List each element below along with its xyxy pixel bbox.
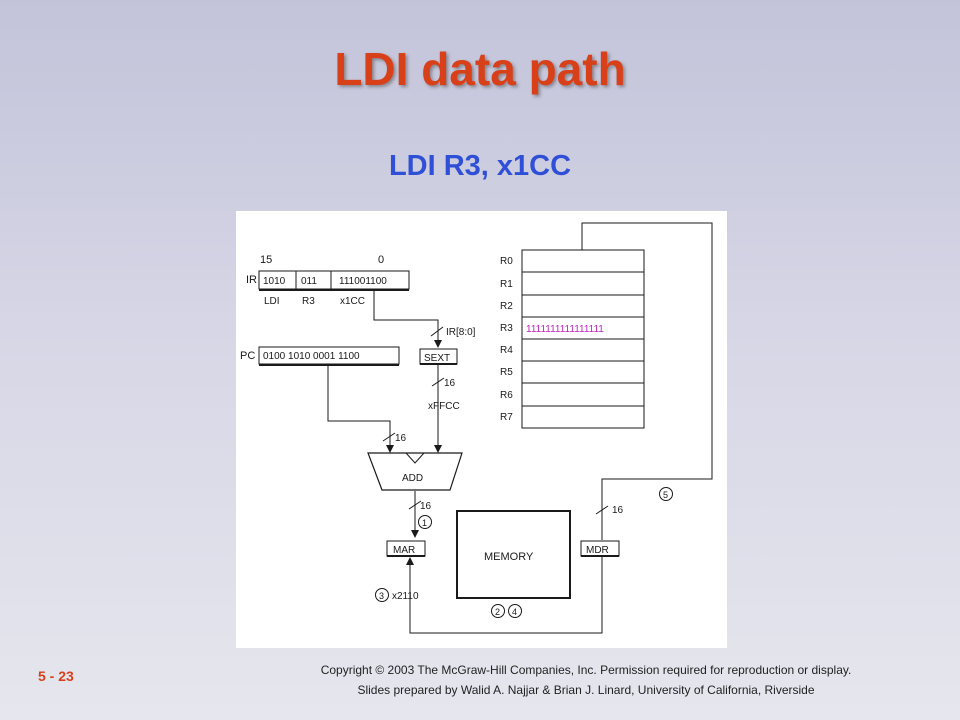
step-3-marker — [375, 588, 389, 602]
ir-field-dr: 011 — [301, 276, 317, 287]
register-name-r7: R7 — [500, 412, 513, 423]
ir-field-label-dr: R3 — [302, 296, 315, 307]
ir-field-offset: 111001100 — [339, 276, 387, 287]
ir-field-label-opcode: LDI — [264, 296, 280, 307]
sext-output-value: xFFCC — [428, 401, 460, 412]
ir-label: IR — [246, 274, 257, 286]
mdr-to-mar-wire — [406, 557, 603, 634]
mdr-label: MDR — [586, 545, 609, 556]
ir-offset-wire-label: IR[8:0] — [446, 327, 476, 338]
step-4-marker — [508, 604, 522, 618]
register-name-r5: R5 — [500, 367, 513, 378]
sext-label: SEXT — [424, 353, 450, 364]
mar-input-value: x2110 — [392, 591, 419, 602]
mar-label: MAR — [393, 545, 415, 556]
pc-label: PC — [240, 350, 255, 362]
memory-label: MEMORY — [484, 551, 534, 563]
step-1-marker — [418, 515, 432, 529]
pc-to-adder-wire — [327, 366, 394, 453]
ir-offset-wire — [373, 290, 442, 348]
adder-unit — [367, 452, 463, 491]
sext-width-slash — [431, 377, 445, 387]
adder-output-width: 16 — [420, 501, 432, 512]
adder-input-width: 16 — [395, 433, 407, 444]
adder-label: ADD — [402, 473, 423, 484]
step-2-label: 2 — [495, 607, 500, 617]
pc-value: 0100 1010 0001 1100 — [263, 351, 360, 362]
mdr-to-register-file-wire — [578, 222, 713, 540]
register-name-r1: R1 — [500, 279, 513, 290]
adder-output-width-slash — [408, 500, 422, 510]
step-3-label: 3 — [379, 591, 384, 601]
copyright-notice: Copyright © 2003 The McGraw-Hill Compani… — [320, 663, 852, 677]
ir-field-opcode: 1010 — [263, 276, 286, 287]
step-2-marker — [491, 604, 505, 618]
step-1-label: 1 — [422, 518, 427, 528]
adder-notch — [405, 452, 425, 464]
register-value-r3: 1111111111111111 — [526, 324, 604, 335]
ir-bit-0: 0 — [378, 254, 384, 266]
pc-adder-width-slash — [382, 432, 396, 442]
ir-field-label-offset: x1CC — [340, 296, 365, 307]
slide-credits: Slides prepared by Walid A. Najjar & Bri… — [357, 683, 815, 697]
step-5-label: 5 — [663, 490, 668, 500]
slide-subtitle: LDI R3, x1CC — [388, 150, 572, 182]
slide-title: LDI data path — [334, 43, 626, 95]
mdr-width-slash — [595, 505, 609, 515]
sext-output-width: 16 — [444, 378, 456, 389]
datapath-svg: IR 15 0 1010 011 111001100 LDI R3 x1CC I… — [240, 222, 713, 634]
slide-number: 5 - 23 — [38, 668, 74, 684]
ir-bit-15: 15 — [260, 254, 272, 266]
ldi-datapath-diagram: IR 15 0 1010 011 111001100 LDI R3 x1CC I… — [236, 211, 727, 648]
step-5-marker — [659, 487, 673, 501]
register-name-r3: R3 — [500, 323, 513, 334]
register-name-r6: R6 — [500, 390, 513, 401]
register-name-r2: R2 — [500, 301, 513, 312]
mdr-width: 16 — [612, 505, 624, 516]
register-name-r4: R4 — [500, 345, 513, 356]
ir-offset-width-slash — [430, 326, 444, 337]
memory-unit — [456, 510, 571, 599]
register-name-r0: R0 — [500, 256, 513, 267]
step-4-label: 4 — [512, 607, 517, 617]
